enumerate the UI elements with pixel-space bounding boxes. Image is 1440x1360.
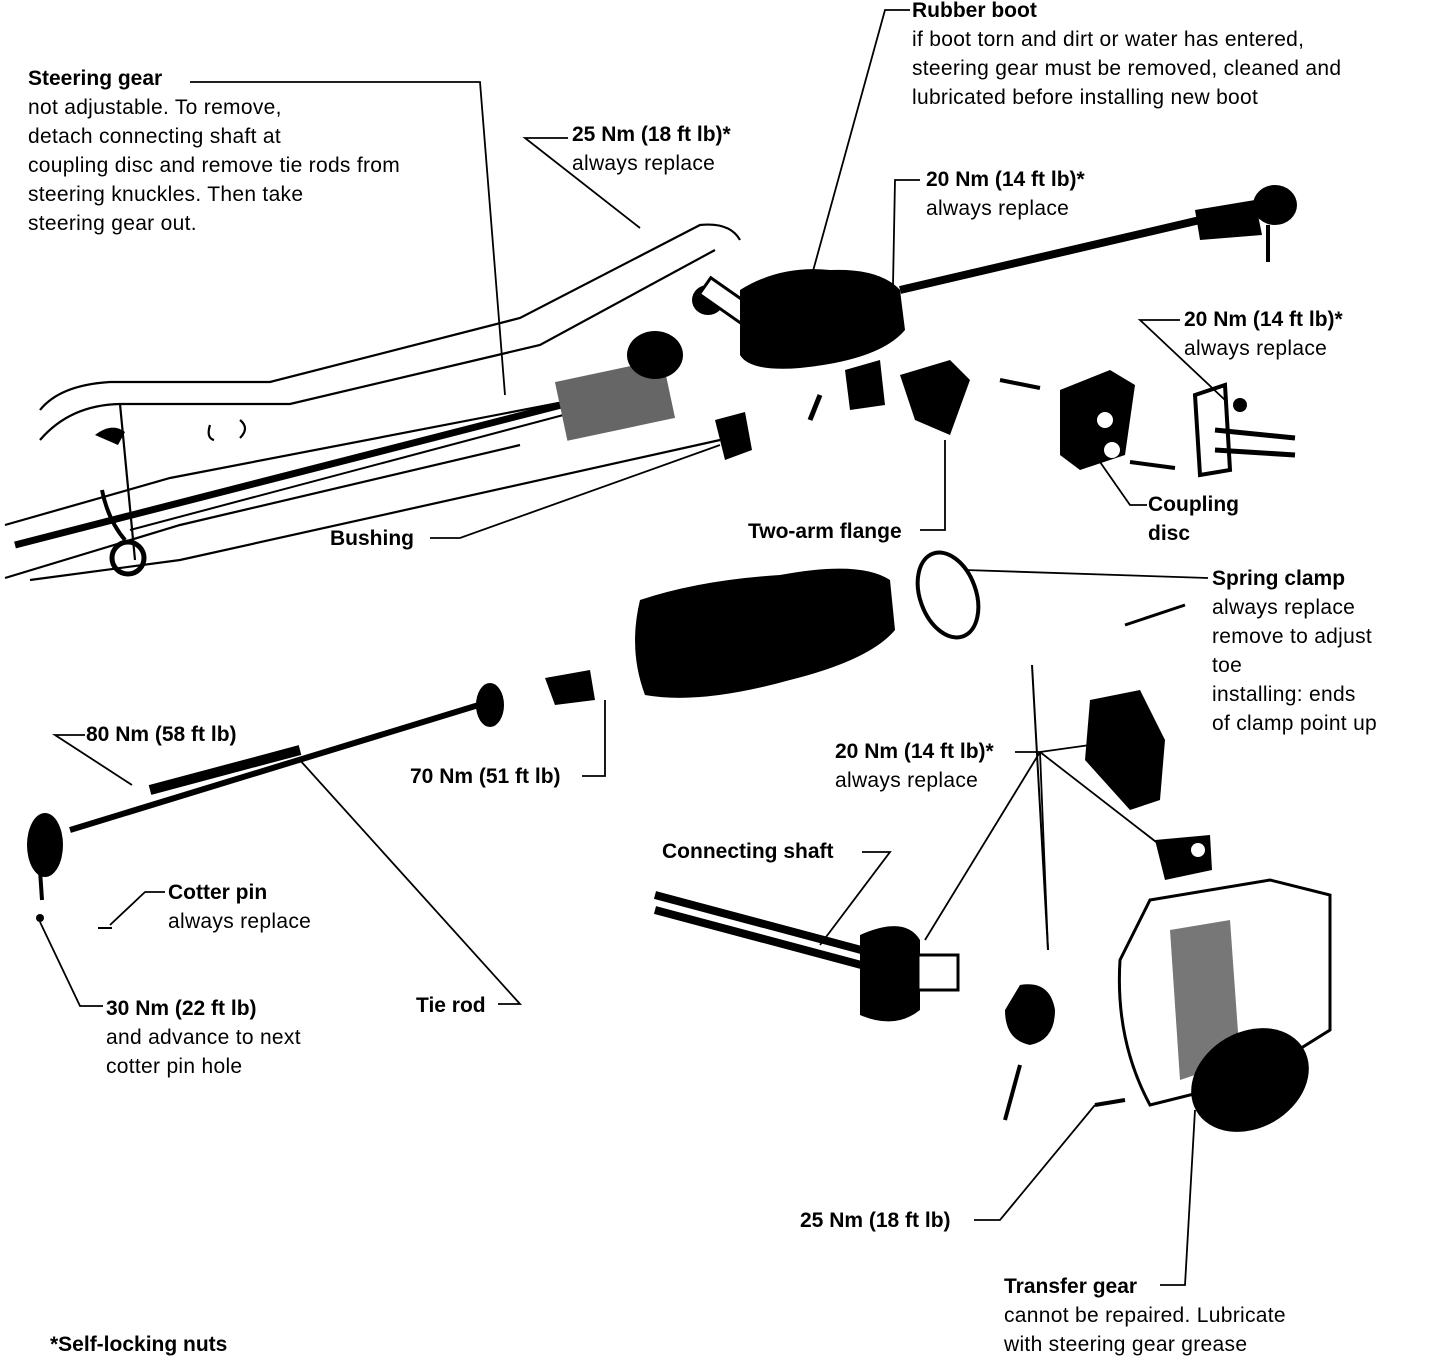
- nut-20-top-note: always replace: [926, 197, 1070, 220]
- right-flange: [1192, 382, 1296, 478]
- spring-clamp-note-1: always replace: [1212, 596, 1356, 619]
- rubber-boot-callout: Rubber boot if boot torn and dirt or wat…: [912, 0, 1341, 112]
- transfer-gear-note-2: with steering gear grease: [1004, 1333, 1248, 1356]
- nut-70-title: 70 Nm (51 ft lb): [410, 765, 561, 788]
- nut-30-note-2: cotter pin hole: [106, 1055, 243, 1078]
- tie-rod-callout: Tie rod: [416, 991, 486, 1020]
- footnote: *Self-locking nuts: [50, 1330, 227, 1359]
- connecting-shaft-title: Connecting shaft: [662, 840, 834, 863]
- rubber-boot-note-1: if boot torn and dirt or water has enter…: [912, 28, 1305, 51]
- spring-clamp-callout: Spring clamp always replace remove to ad…: [1212, 564, 1377, 738]
- nut-70-callout: 70 Nm (51 ft lb): [410, 762, 561, 791]
- coupling-disc-title: Coupling: [1148, 493, 1239, 516]
- rubber-boot-note-2: steering gear must be removed, cleaned a…: [912, 57, 1342, 80]
- nut-25-bottom-title: 25 Nm (18 ft lb): [800, 1209, 951, 1232]
- coupling-disc-callout: Coupling disc: [1148, 490, 1239, 548]
- leader-lines: [39, 9, 1226, 1286]
- nut-80-title: 80 Nm (58 ft lb): [86, 723, 237, 746]
- spring-clamp-note-4: installing: ends: [1212, 683, 1356, 706]
- steering-gear-callout: Steering gear not adjustable. To remove,…: [28, 64, 400, 238]
- transfer-gear-housing: [1003, 878, 1332, 1132]
- connecting-shaft-callout: Connecting shaft: [662, 837, 834, 866]
- two-arm-flange: [807, 360, 970, 435]
- nut-80-callout: 80 Nm (58 ft lb): [86, 720, 237, 749]
- nut-25-top-title: 25 Nm (18 ft lb)*: [572, 123, 731, 146]
- spring-clamp-note-5: of clamp point up: [1212, 712, 1378, 735]
- cotter-pin-note: always replace: [168, 910, 312, 933]
- upper-tie-rod: [899, 185, 1297, 294]
- tie-rod: [27, 683, 504, 929]
- bushing-title: Bushing: [330, 527, 414, 550]
- universal-joint: [1031, 603, 1212, 951]
- rubber-boot-installed: [740, 269, 905, 369]
- nut-20-right-callout: 20 Nm (14 ft lb)* always replace: [1184, 305, 1343, 363]
- two-arm-flange-title: Two-arm flange: [748, 520, 902, 543]
- two-arm-flange-callout: Two-arm flange: [748, 517, 902, 546]
- steering-gear-note-1: not adjustable. To remove,: [28, 96, 282, 119]
- steering-gear-note-5: steering gear out.: [28, 212, 197, 235]
- cotter-pin-callout: Cotter pin always replace: [168, 878, 311, 936]
- connecting-shaft: [653, 891, 960, 1022]
- nut-25-bottom-callout: 25 Nm (18 ft lb): [800, 1206, 951, 1235]
- nut-25-top-callout: 25 Nm (18 ft lb)* always replace: [572, 120, 731, 178]
- transfer-gear-title: Transfer gear: [1004, 1275, 1138, 1298]
- steering-gear-note-3: coupling disc and remove tie rods from: [28, 154, 401, 177]
- spring-clamp: [915, 550, 981, 640]
- coupling-disc: [999, 370, 1176, 470]
- nut-20-right-note: always replace: [1184, 337, 1328, 360]
- transfer-gear-callout: Transfer gear cannot be repaired. Lubric…: [1004, 1272, 1286, 1359]
- rubber-boot-note-3: lubricated before installing new boot: [912, 86, 1259, 109]
- nut-20-mid-callout: 20 Nm (14 ft lb)* always replace: [835, 737, 994, 795]
- spring-clamp-note-2: remove to adjust: [1212, 625, 1373, 648]
- steering-rack: [14, 359, 676, 577]
- nut-20-mid-note: always replace: [835, 769, 979, 792]
- spring-clamp-title: Spring clamp: [1212, 567, 1346, 590]
- nut-20-mid-title: 20 Nm (14 ft lb)*: [835, 740, 994, 763]
- steering-gear-note-2: detach connecting shaft at: [28, 125, 281, 148]
- tie-rod-title: Tie rod: [416, 994, 486, 1017]
- nut-20-right-title: 20 Nm (14 ft lb)*: [1184, 308, 1343, 331]
- nut-20-top-title: 20 Nm (14 ft lb)*: [926, 168, 1085, 191]
- lock-nut: [545, 670, 595, 705]
- transfer-gear-note-1: cannot be repaired. Lubricate: [1004, 1304, 1286, 1327]
- steering-gear-title: Steering gear: [28, 67, 163, 90]
- nut-30-note-1: and advance to next: [106, 1026, 301, 1049]
- nut-25-top-note: always replace: [572, 152, 716, 175]
- rubber-boot-title: Rubber boot: [912, 0, 1037, 22]
- bushing-callout: Bushing: [330, 524, 414, 553]
- nut-30-callout: 30 Nm (22 ft lb) and advance to next cot…: [106, 994, 301, 1081]
- nut-30-title: 30 Nm (22 ft lb): [106, 997, 257, 1020]
- coupling-disc-title-2: disc: [1148, 522, 1191, 545]
- cotter-pin-title: Cotter pin: [168, 881, 268, 904]
- spring-clamp-note-3: toe: [1212, 654, 1243, 677]
- footnote-text: *Self-locking nuts: [50, 1333, 228, 1356]
- steering-gear-note-4: steering knuckles. Then take: [28, 183, 304, 206]
- gear-bushings: [627, 275, 758, 460]
- rubber-boot: [635, 568, 895, 698]
- nut-20-top-callout: 20 Nm (14 ft lb)* always replace: [926, 165, 1085, 223]
- subframe: [4, 223, 741, 582]
